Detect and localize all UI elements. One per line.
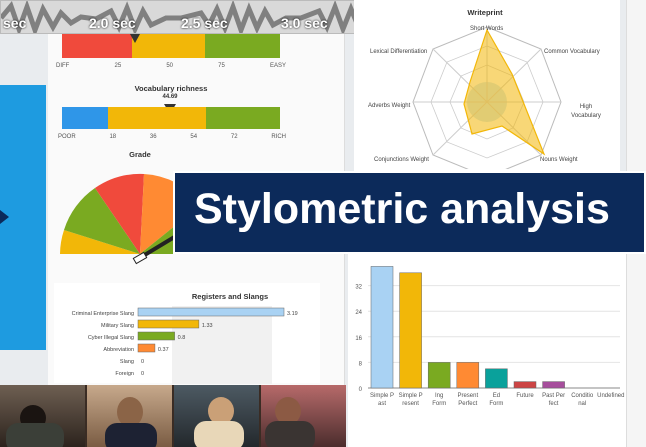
waveform-tick: 2.5 sec bbox=[181, 15, 228, 31]
video-thumbnail[interactable] bbox=[0, 385, 85, 447]
verb-chart-panel bbox=[348, 248, 626, 447]
x-tick-label: Present bbox=[457, 393, 478, 399]
x-tick-label: Conditio bbox=[571, 393, 594, 399]
value-label: 0 bbox=[141, 359, 144, 365]
writeprint-radar bbox=[412, 26, 562, 169]
bar bbox=[542, 381, 565, 389]
category-label: Criminal Enterprise Slang bbox=[72, 311, 134, 317]
banner: Stylometric analysis bbox=[173, 171, 646, 254]
x-tick-label: Form bbox=[489, 401, 503, 407]
x-tick-label: Simple P bbox=[399, 393, 423, 399]
x-tick-label: Future bbox=[516, 393, 534, 399]
category-label: Foreign bbox=[115, 371, 134, 377]
value-label: 1.33 bbox=[202, 323, 213, 329]
x-tick-label: Undefined bbox=[597, 393, 624, 399]
tick-label: 72 bbox=[230, 134, 238, 140]
vocabulary-bar bbox=[62, 107, 280, 129]
vocabulary-title: Vocabulary richness bbox=[134, 84, 208, 93]
bar bbox=[137, 319, 200, 329]
waveform-tick: 2.0 sec bbox=[89, 15, 136, 31]
x-tick-label: Past Per bbox=[542, 393, 565, 399]
bar bbox=[427, 362, 451, 389]
video-thumbnail[interactable] bbox=[261, 385, 346, 447]
video-strip bbox=[0, 385, 346, 447]
bar bbox=[513, 381, 537, 389]
value-label: 3.19 bbox=[287, 311, 298, 317]
tick-label: 25 bbox=[114, 63, 122, 69]
tick-label: 18 bbox=[109, 134, 117, 140]
tick-label: POOR bbox=[58, 134, 76, 140]
tick-label: EASY bbox=[269, 63, 286, 69]
y-tick-label: 32 bbox=[355, 285, 362, 291]
grade-title: Grade bbox=[129, 150, 151, 159]
waveform-graphic bbox=[1, 1, 397, 33]
radar-axis-label: Adverbs Weight bbox=[368, 103, 411, 109]
y-tick-label: 16 bbox=[355, 336, 362, 342]
writeprint-title: Writeprint bbox=[467, 8, 503, 17]
x-tick-label: Ed bbox=[493, 393, 500, 399]
bar bbox=[137, 307, 285, 317]
x-tick-label: Perfect bbox=[458, 401, 477, 407]
category-label: Abbreviation bbox=[103, 347, 134, 353]
vocabulary-value: 44.69 bbox=[162, 94, 178, 100]
radar-axis-label: Nouns Weight bbox=[540, 157, 578, 163]
category-label: Military Slang bbox=[101, 323, 134, 329]
x-tick-label: nal bbox=[578, 401, 586, 407]
category-label: Slang bbox=[120, 359, 134, 365]
category-label: Cyber Illegal Slang bbox=[88, 335, 134, 341]
y-tick-label: 24 bbox=[355, 310, 362, 316]
waveform-window: sec 2.0 sec 2.5 sec 3.0 sec bbox=[0, 0, 398, 34]
bar bbox=[137, 331, 175, 341]
tick-label: 36 bbox=[149, 134, 157, 140]
bar bbox=[485, 368, 508, 389]
tick-label: 50 bbox=[166, 63, 173, 69]
tick-label: 54 bbox=[190, 134, 198, 140]
x-tick-label: fect bbox=[549, 401, 559, 407]
x-tick-label: Ing bbox=[435, 393, 443, 399]
radar-axis-label: Common Vocabulary bbox=[544, 49, 600, 55]
tick-label: RICH bbox=[271, 134, 286, 140]
radar-axis-label: Conjunctions Weight bbox=[374, 157, 429, 163]
readability-ticks: DIFF 25 50 75 EASY bbox=[56, 63, 286, 69]
readability-marker bbox=[130, 34, 140, 43]
banner-text: Stylometric analysis bbox=[194, 185, 610, 233]
x-tick-label: Form bbox=[432, 401, 446, 407]
radar-axis-label: Short Words bbox=[470, 26, 504, 32]
waveform-tick: sec bbox=[3, 15, 27, 31]
arrow-right-icon bbox=[0, 210, 9, 224]
x-tick-label: Simple P bbox=[370, 393, 394, 399]
x-tick-label: resent bbox=[402, 401, 419, 407]
registers-title: Registers and Slangs bbox=[191, 292, 269, 301]
y-tick-label: 0 bbox=[359, 387, 363, 393]
waveform-tick: 3.0 sec bbox=[281, 15, 328, 31]
bar bbox=[399, 272, 422, 389]
registers-chart-area bbox=[172, 306, 272, 384]
video-thumbnail[interactable] bbox=[174, 385, 259, 447]
value-label: 0 bbox=[141, 371, 144, 377]
bar bbox=[456, 362, 480, 389]
value-label: 0.8 bbox=[178, 335, 186, 341]
radar-axis-label: Lexical Differentiation bbox=[370, 49, 428, 55]
video-thumbnail[interactable] bbox=[87, 385, 172, 447]
vocabulary-ticks: POOR 18 36 54 72 RICH bbox=[58, 134, 286, 140]
radar-axis-label: High Vocabulary bbox=[571, 104, 601, 119]
tick-label: DIFF bbox=[56, 63, 70, 69]
x-tick-label: ast bbox=[378, 401, 386, 407]
bar bbox=[137, 343, 156, 353]
value-label: 0.37 bbox=[158, 347, 169, 353]
bar bbox=[370, 266, 394, 389]
y-tick-label: 8 bbox=[359, 361, 363, 367]
readability-bar bbox=[62, 34, 280, 58]
tick-label: 75 bbox=[218, 63, 225, 69]
